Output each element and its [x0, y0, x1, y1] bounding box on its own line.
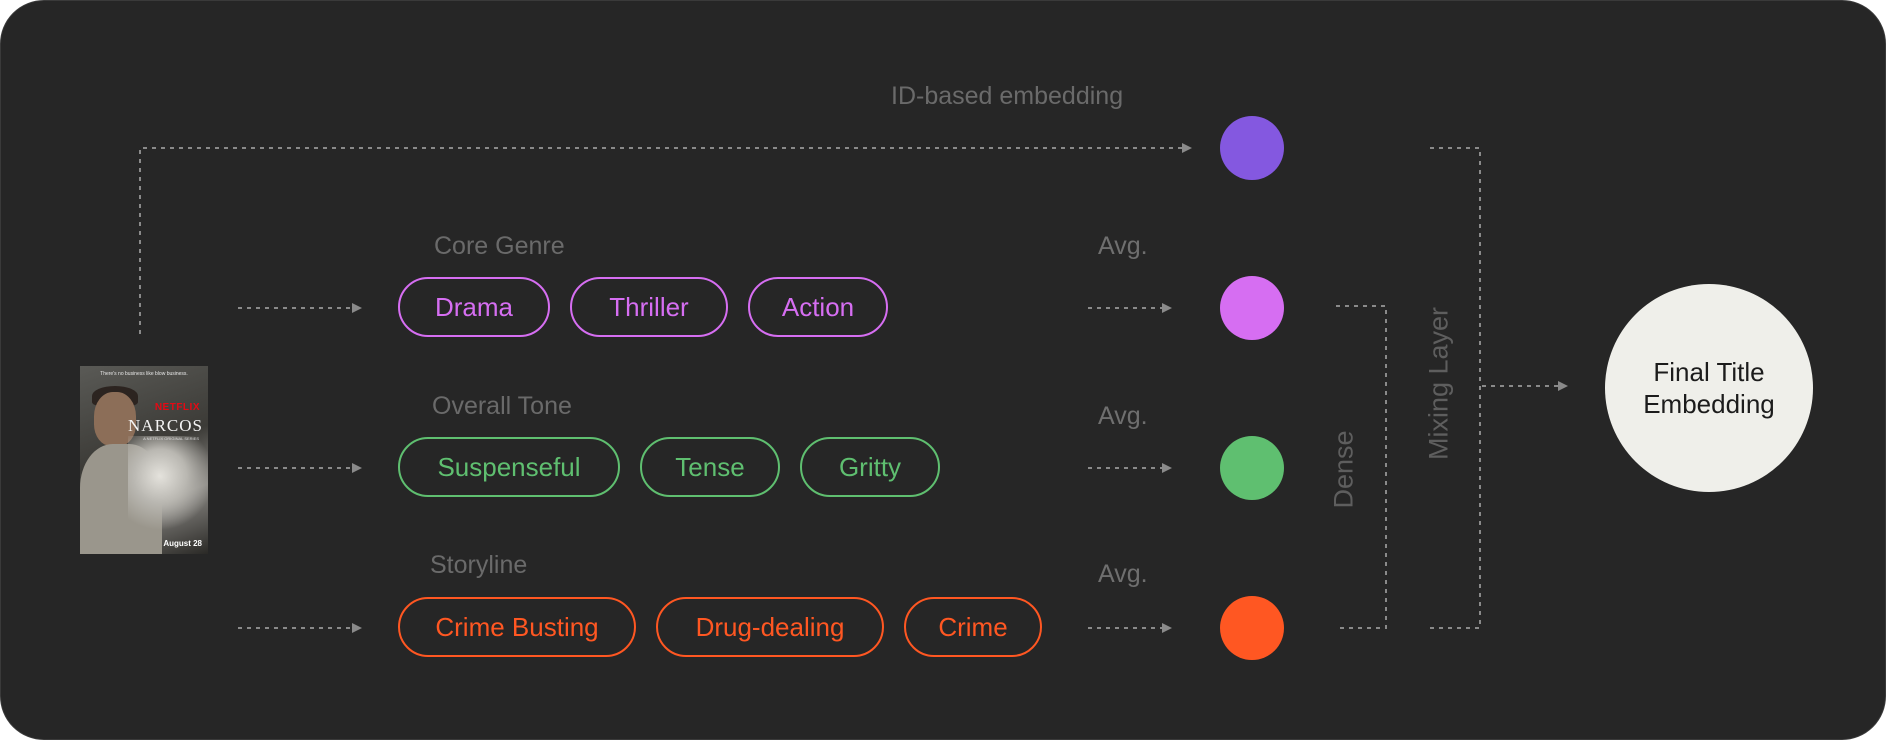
tag-action: Action	[748, 277, 888, 337]
poster-title: NARCOS	[128, 416, 203, 435]
tone-avg-label: Avg.	[1098, 402, 1148, 430]
dense-bracket	[1336, 305, 1387, 629]
id-embedding-dot	[1220, 116, 1284, 180]
id-route-line	[139, 143, 1192, 334]
title-poster-image: There's no business like blow business. …	[80, 366, 208, 554]
overall-tone-label: Overall Tone	[432, 392, 572, 420]
final-title-embedding-node: Final Title Embedding	[1605, 284, 1813, 492]
tone-embedding-dot	[1220, 436, 1284, 500]
id-embedding-label: ID-based embedding	[891, 82, 1124, 110]
tag-gritty: Gritty	[800, 437, 940, 497]
tag-crime: Crime	[904, 597, 1042, 657]
story-avg-label: Avg.	[1098, 560, 1148, 588]
story-embedding-dot	[1220, 596, 1284, 660]
poster-subtitle: A NETFLIX ORIGINAL SERIES	[143, 436, 199, 441]
core-genre-label: Core Genre	[434, 232, 565, 260]
tag-drama: Drama	[398, 277, 550, 337]
tag-tense: Tense	[640, 437, 780, 497]
tag-thriller: Thriller	[570, 277, 728, 337]
poster-brand: NETFLIX	[154, 402, 200, 413]
genre-embedding-dot	[1220, 276, 1284, 340]
tag-suspenseful: Suspenseful	[398, 437, 620, 497]
poster-tagline: There's no business like blow business.	[100, 371, 188, 377]
tag-crime-busting: Crime Busting	[398, 597, 636, 657]
poster-dust-cloud	[128, 436, 208, 536]
dense-label: Dense	[1328, 430, 1359, 509]
genre-avg-label: Avg.	[1098, 232, 1148, 260]
tag-drug-dealing: Drug-dealing	[656, 597, 884, 657]
storyline-label: Storyline	[430, 551, 528, 579]
mixing-layer-label: Mixing Layer	[1423, 306, 1454, 461]
final-line-2: Embedding	[1643, 389, 1775, 419]
poster-date: August 28	[163, 539, 202, 548]
mixing-bracket	[1430, 147, 1481, 629]
final-line-1: Final Title	[1653, 357, 1765, 387]
